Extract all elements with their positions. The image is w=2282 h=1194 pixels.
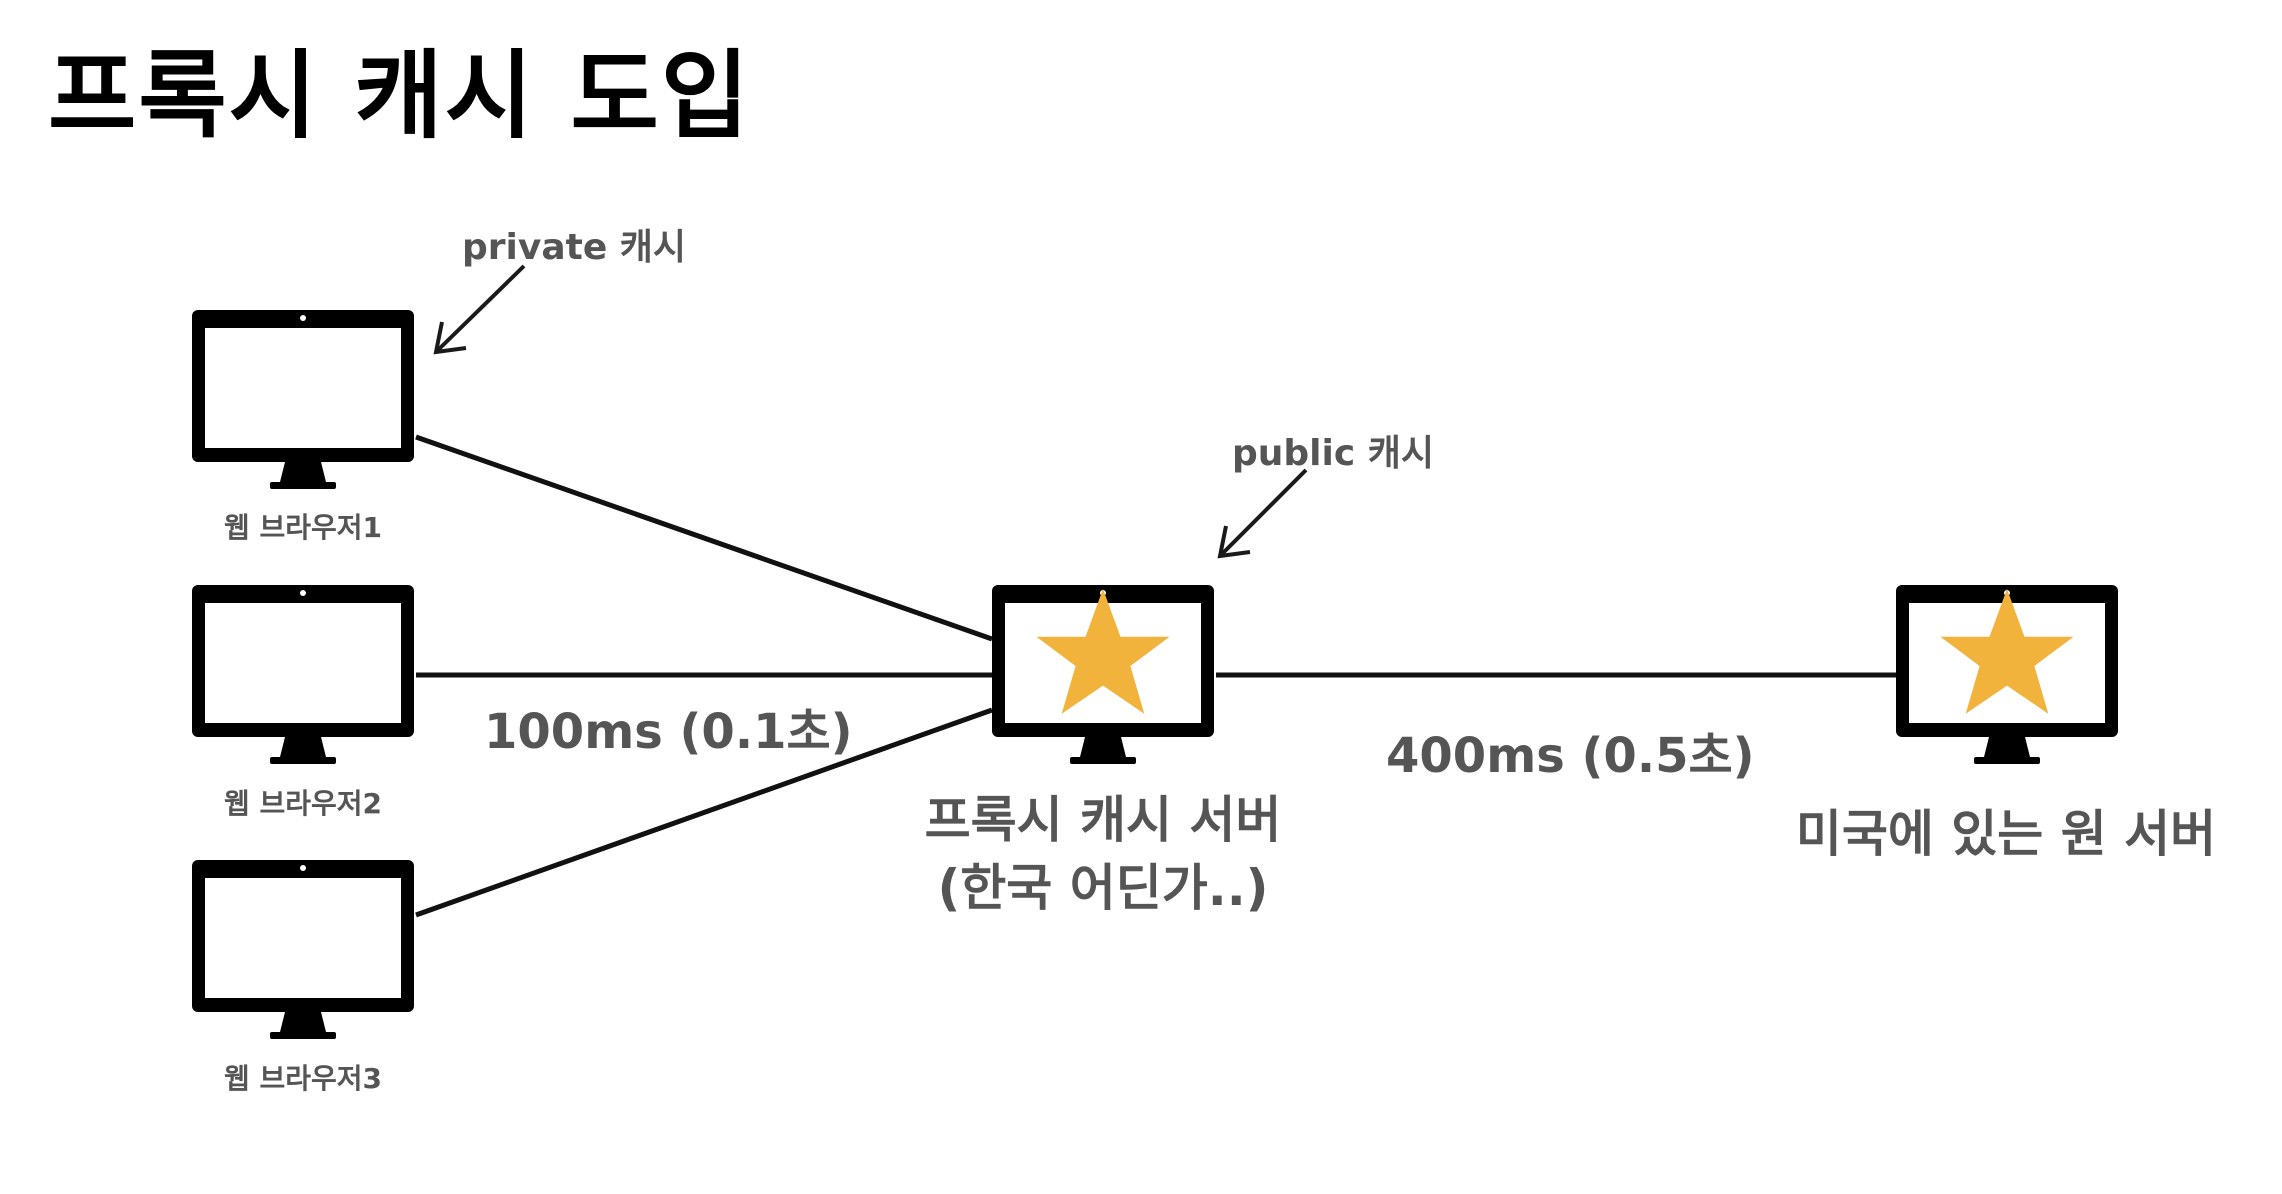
- latency-proxy-origin: 400ms (0.5초): [1386, 728, 1755, 784]
- link-browser1-proxy: [415, 434, 993, 642]
- page-title: 프록시 캐시 도입: [48, 40, 752, 152]
- browser2-monitor-icon: [192, 585, 414, 764]
- browser3-label: 웹 브라우저3: [223, 1062, 383, 1095]
- browser2-label: 웹 브라우저2: [223, 787, 383, 820]
- proxy-server-name: 프록시 캐시 서버: [924, 791, 1282, 849]
- browser1-label: 웹 브라우저1: [223, 511, 383, 544]
- private-cache-arrow-icon: [433, 264, 526, 355]
- public-cache-label: public 캐시: [1232, 433, 1434, 474]
- browser3-monitor-icon: [192, 860, 414, 1039]
- proxy-server-label: 프록시 캐시 서버 (한국 어딘가..): [853, 786, 1353, 922]
- proxy-server-location: (한국 어딘가..): [937, 859, 1269, 917]
- latency-browser-proxy: 100ms (0.1초): [484, 704, 853, 760]
- link-browser3-proxy: [415, 707, 993, 918]
- private-cache-label: private 캐시: [462, 227, 687, 268]
- public-cache-arrow-icon: [1217, 468, 1308, 559]
- browser1-monitor-icon: [192, 310, 414, 489]
- origin-server-label: 미국에 있는 원 서버: [1795, 805, 2217, 863]
